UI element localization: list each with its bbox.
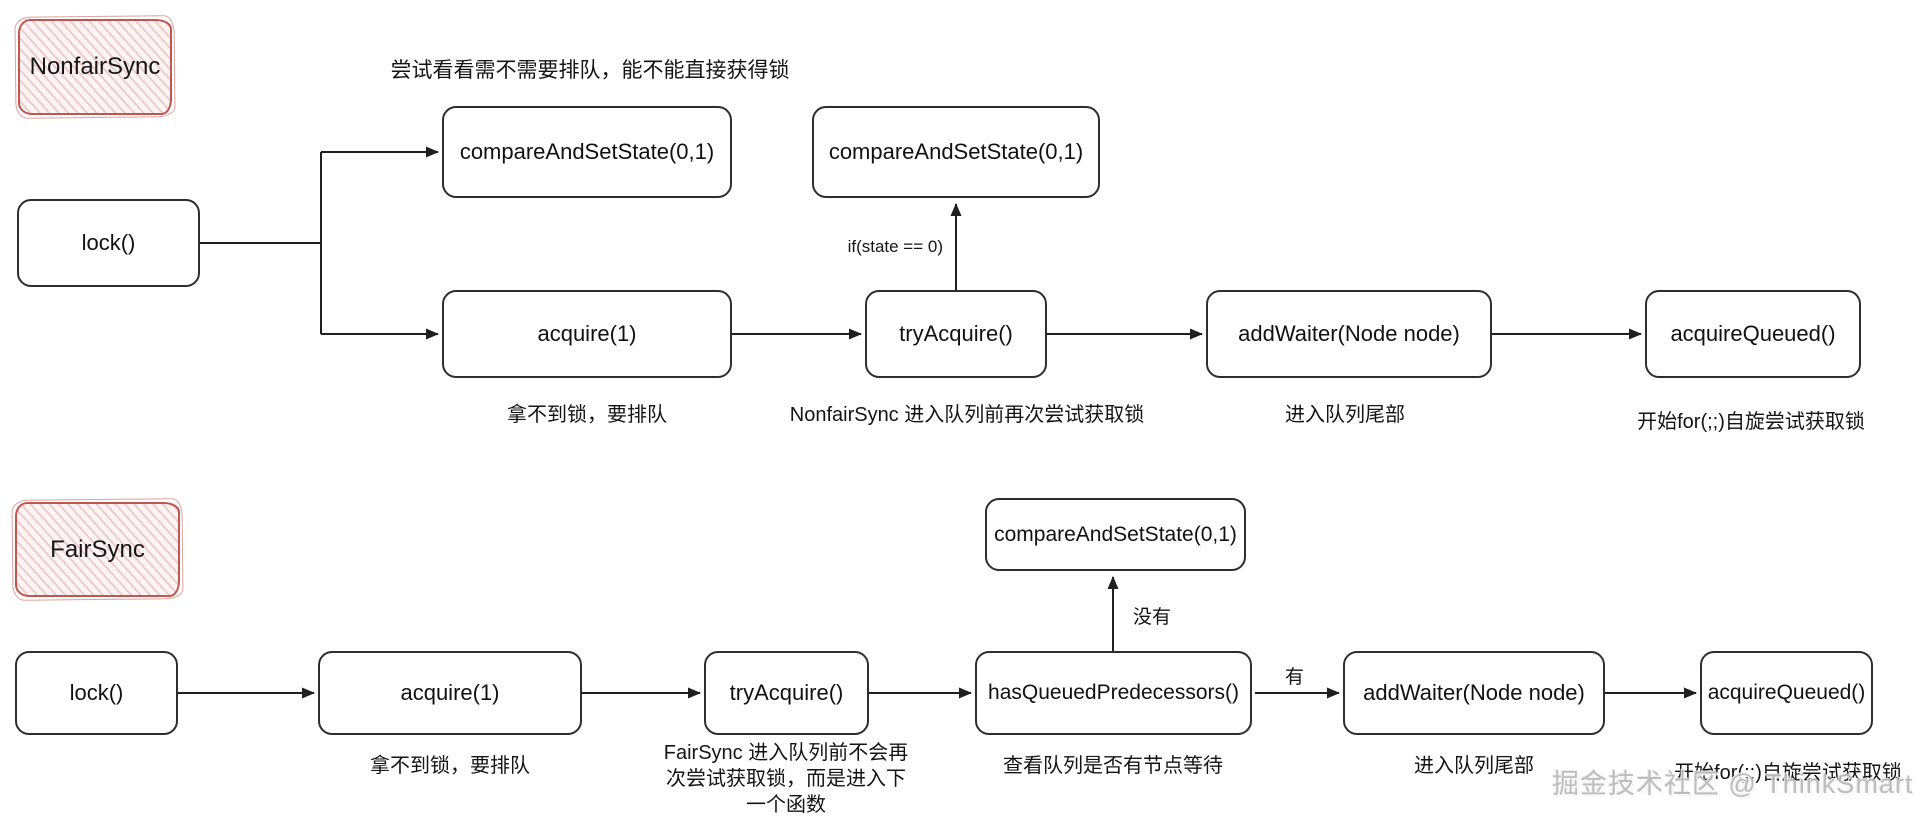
node-nonfair-lock: lock() [17,199,200,287]
note-fair-hasqueuedpredecessors: 查看队列是否有节点等待 [1003,755,1223,777]
node-nonfair-tryacquire: tryAcquire() [865,290,1047,378]
note-fair-acquirequeued: 开始for(;;)自旋尝试获取锁 [1674,762,1902,784]
edge-label-has-waiting: 有 [1285,667,1305,688]
note-nonfair-hint-top: 尝试看看需不需要排队，能不能直接获得锁 [390,59,790,82]
node-nonfair-cas-direct: compareAndSetState(0,1) [442,106,732,198]
node-fair-tryacquire: tryAcquire() [704,651,869,735]
node-fair-cas: compareAndSetState(0,1) [985,498,1246,571]
nonfairsync-label-text: NonfairSync [29,53,161,80]
note-fair-tryacquire: FairSync 进入队列前不会再次尝试获取锁，而是进入下一个函数 [663,742,909,816]
fairsync-label-text: FairSync [50,535,145,563]
node-fair-hasqueuedpredecessors: hasQueuedPredecessors() [975,651,1252,735]
edge-label-no-waiting: 没有 [1133,607,1172,628]
note-nonfair-acquirequeued: 开始for(;;)自旋尝试获取锁 [1637,411,1865,433]
node-fair-lock: lock() [15,651,178,735]
edge-label-if-state: if(state == 0) [847,237,943,256]
node-nonfair-addwaiter: addWaiter(Node node) [1206,290,1492,378]
node-nonfair-acquire: acquire(1) [442,290,732,378]
node-fair-acquire: acquire(1) [318,651,582,735]
node-fair-acquirequeued: acquireQueued() [1700,651,1873,735]
fairsync-sketch-label: FairSync [15,502,180,597]
note-nonfair-addwaiter: 进入队列尾部 [1285,404,1405,426]
edge-lock-branch [200,152,322,334]
node-nonfair-acquirequeued: acquireQueued() [1645,290,1861,378]
note-fair-addwaiter: 进入队列尾部 [1414,755,1534,777]
note-fair-acquire: 拿不到锁，要排队 [370,755,530,777]
node-fair-addwaiter: addWaiter(Node node) [1343,651,1605,735]
node-nonfair-cas-retry: compareAndSetState(0,1) [812,106,1100,198]
nonfairsync-sketch-label: NonfairSync [18,19,172,115]
note-nonfair-acquire: 拿不到锁，要排队 [507,404,667,426]
note-nonfair-tryacquire: NonfairSync 进入队列前再次尝试获取锁 [789,404,1145,426]
watermark: 掘金技术社区 @ ThinkSmart [1552,769,1914,799]
